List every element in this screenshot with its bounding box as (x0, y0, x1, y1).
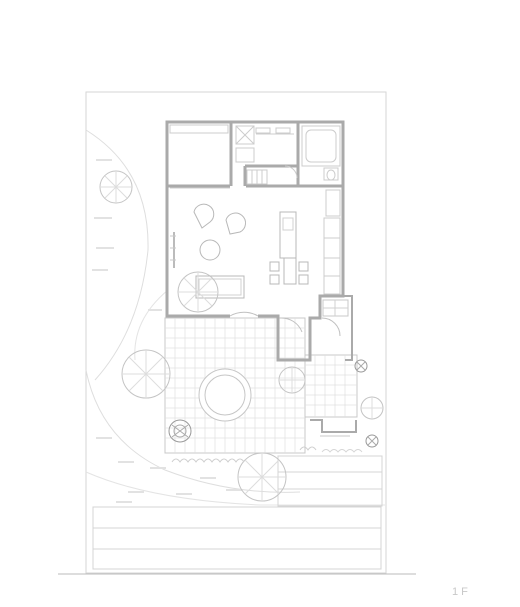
hedge-right (321, 449, 363, 453)
shrub-dark-2 (354, 359, 368, 373)
armchair-right (225, 212, 247, 235)
tree-3 (121, 349, 171, 399)
garden-curve-outer (85, 129, 149, 381)
parking-area (92, 455, 383, 570)
tree-4 (278, 366, 306, 394)
dining-table (283, 257, 297, 285)
garden-curve-mid (134, 289, 169, 361)
wall-section-marks (170, 235, 176, 261)
floor-label: 1F (452, 586, 471, 598)
interior-details (169, 124, 341, 295)
terrace-doors (229, 311, 341, 337)
entrance-annex (310, 295, 357, 437)
trees (99, 170, 384, 502)
garden-curve-lower (85, 471, 385, 506)
shrub-dark-1 (168, 419, 192, 443)
shrub-dark-3 (365, 434, 379, 448)
living-furniture (173, 203, 309, 299)
armchair-left (193, 203, 215, 229)
garden-annotation-marks (92, 159, 242, 503)
round-bench (198, 368, 252, 422)
tree-2 (177, 271, 219, 313)
coffee-table (199, 239, 221, 261)
tree-1 (99, 170, 133, 204)
tree-5 (360, 396, 384, 420)
kitchen-island (279, 211, 297, 259)
garden-curve-inner (85, 369, 301, 493)
tree-6 (237, 452, 287, 502)
site-boundary (85, 91, 387, 574)
hedge (171, 446, 317, 463)
